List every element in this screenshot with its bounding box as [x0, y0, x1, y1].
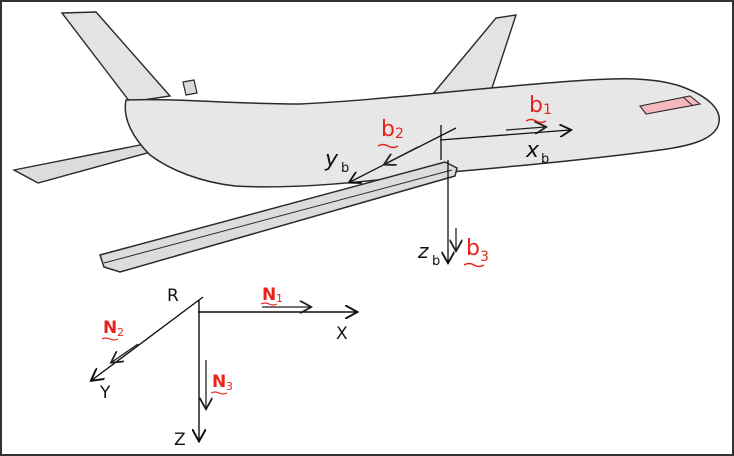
body-x-label: x: [525, 138, 540, 163]
b2-label: b: [381, 117, 395, 142]
N1-tilde: [260, 302, 278, 306]
b2-sub: 2: [395, 126, 404, 142]
b1-label: b: [529, 93, 543, 118]
body-x-sub: b: [541, 152, 549, 167]
N2-tilde: [101, 337, 119, 341]
inertial-Z-label: Z: [174, 430, 186, 450]
fuselage: [124, 78, 720, 188]
origin-R-label: R: [167, 286, 179, 306]
body-z-sub: b: [432, 254, 440, 269]
N2-label: N: [103, 318, 117, 338]
N3-sub: 3: [226, 380, 233, 393]
b1-tilde: [525, 118, 547, 124]
vertical-tail: [60, 11, 172, 103]
inertial-Y-label: Y: [99, 383, 111, 403]
body-x-axis: [439, 130, 570, 141]
wing-edge-line: [103, 169, 453, 264]
body-z-label: z: [417, 239, 429, 263]
b2-tilde: [377, 143, 399, 149]
b3-sub: 3: [480, 249, 489, 265]
b1-sub: 1: [543, 102, 552, 118]
N1-label: N: [262, 285, 276, 305]
near-wing: [99, 161, 458, 273]
cockpit-window: [639, 95, 702, 115]
tail-nub: [182, 79, 198, 96]
b3-label: b: [466, 236, 480, 261]
b1-vector-arrow: [505, 127, 545, 130]
N2-vector-arrow: [112, 343, 139, 362]
b2-vector-arrow: [385, 146, 419, 164]
b3-tilde: [463, 262, 485, 268]
body-y-sub: b: [341, 161, 349, 176]
N2-sub: 2: [117, 326, 124, 339]
inertial-y-axis: [92, 296, 204, 380]
N3-tilde: [210, 391, 228, 395]
window-divider: [682, 96, 694, 107]
body-y-label: y: [324, 147, 339, 172]
inertial-X-label: X: [336, 324, 348, 344]
N1-sub: 1: [276, 292, 283, 305]
N3-label: N: [212, 372, 226, 392]
